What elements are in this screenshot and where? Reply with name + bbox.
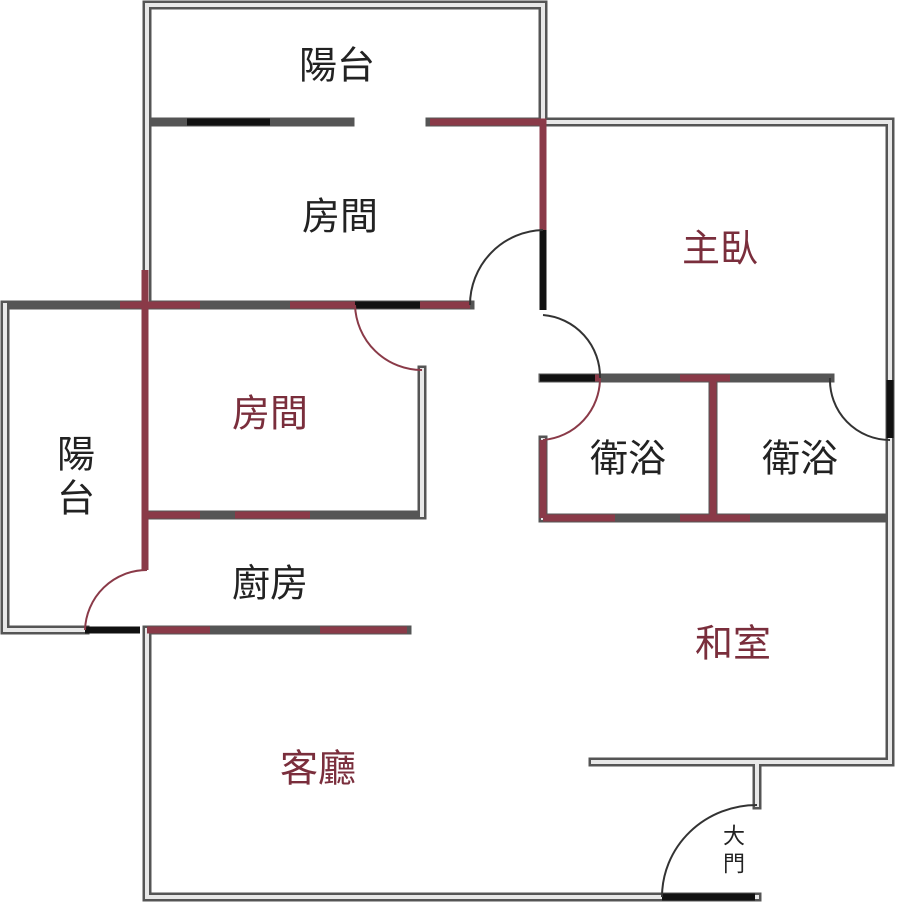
- door-swings: [84, 229, 891, 898]
- label-living-room: 客廳: [279, 746, 357, 791]
- door-bathroom-right: [828, 377, 891, 441]
- label-master-bedroom: 主臥: [681, 226, 759, 271]
- label-main-door: 大門: [719, 824, 744, 880]
- label-balcony-top: 陽台: [298, 43, 376, 88]
- door-main: [661, 804, 758, 898]
- door-kitchen: [84, 569, 148, 631]
- label-bathroom-left: 衛浴: [589, 436, 667, 481]
- door-room-lower: [354, 304, 423, 371]
- label-japanese-room: 和室: [694, 621, 772, 666]
- door-master: [542, 314, 602, 379]
- wall-inner-lines: [3, 3, 892, 899]
- black-wall-segments: [85, 118, 894, 901]
- label-room-lower: 房間: [231, 391, 309, 436]
- door-bathroom-left: [542, 377, 602, 441]
- label-kitchen: 廚房: [231, 561, 309, 606]
- label-room-upper: 房間: [301, 194, 379, 239]
- door-room-upper: [469, 229, 544, 306]
- label-bathroom-right: 衛浴: [761, 436, 839, 481]
- label-balcony-left: 陽台: [50, 434, 95, 522]
- accent-walls: [120, 118, 750, 634]
